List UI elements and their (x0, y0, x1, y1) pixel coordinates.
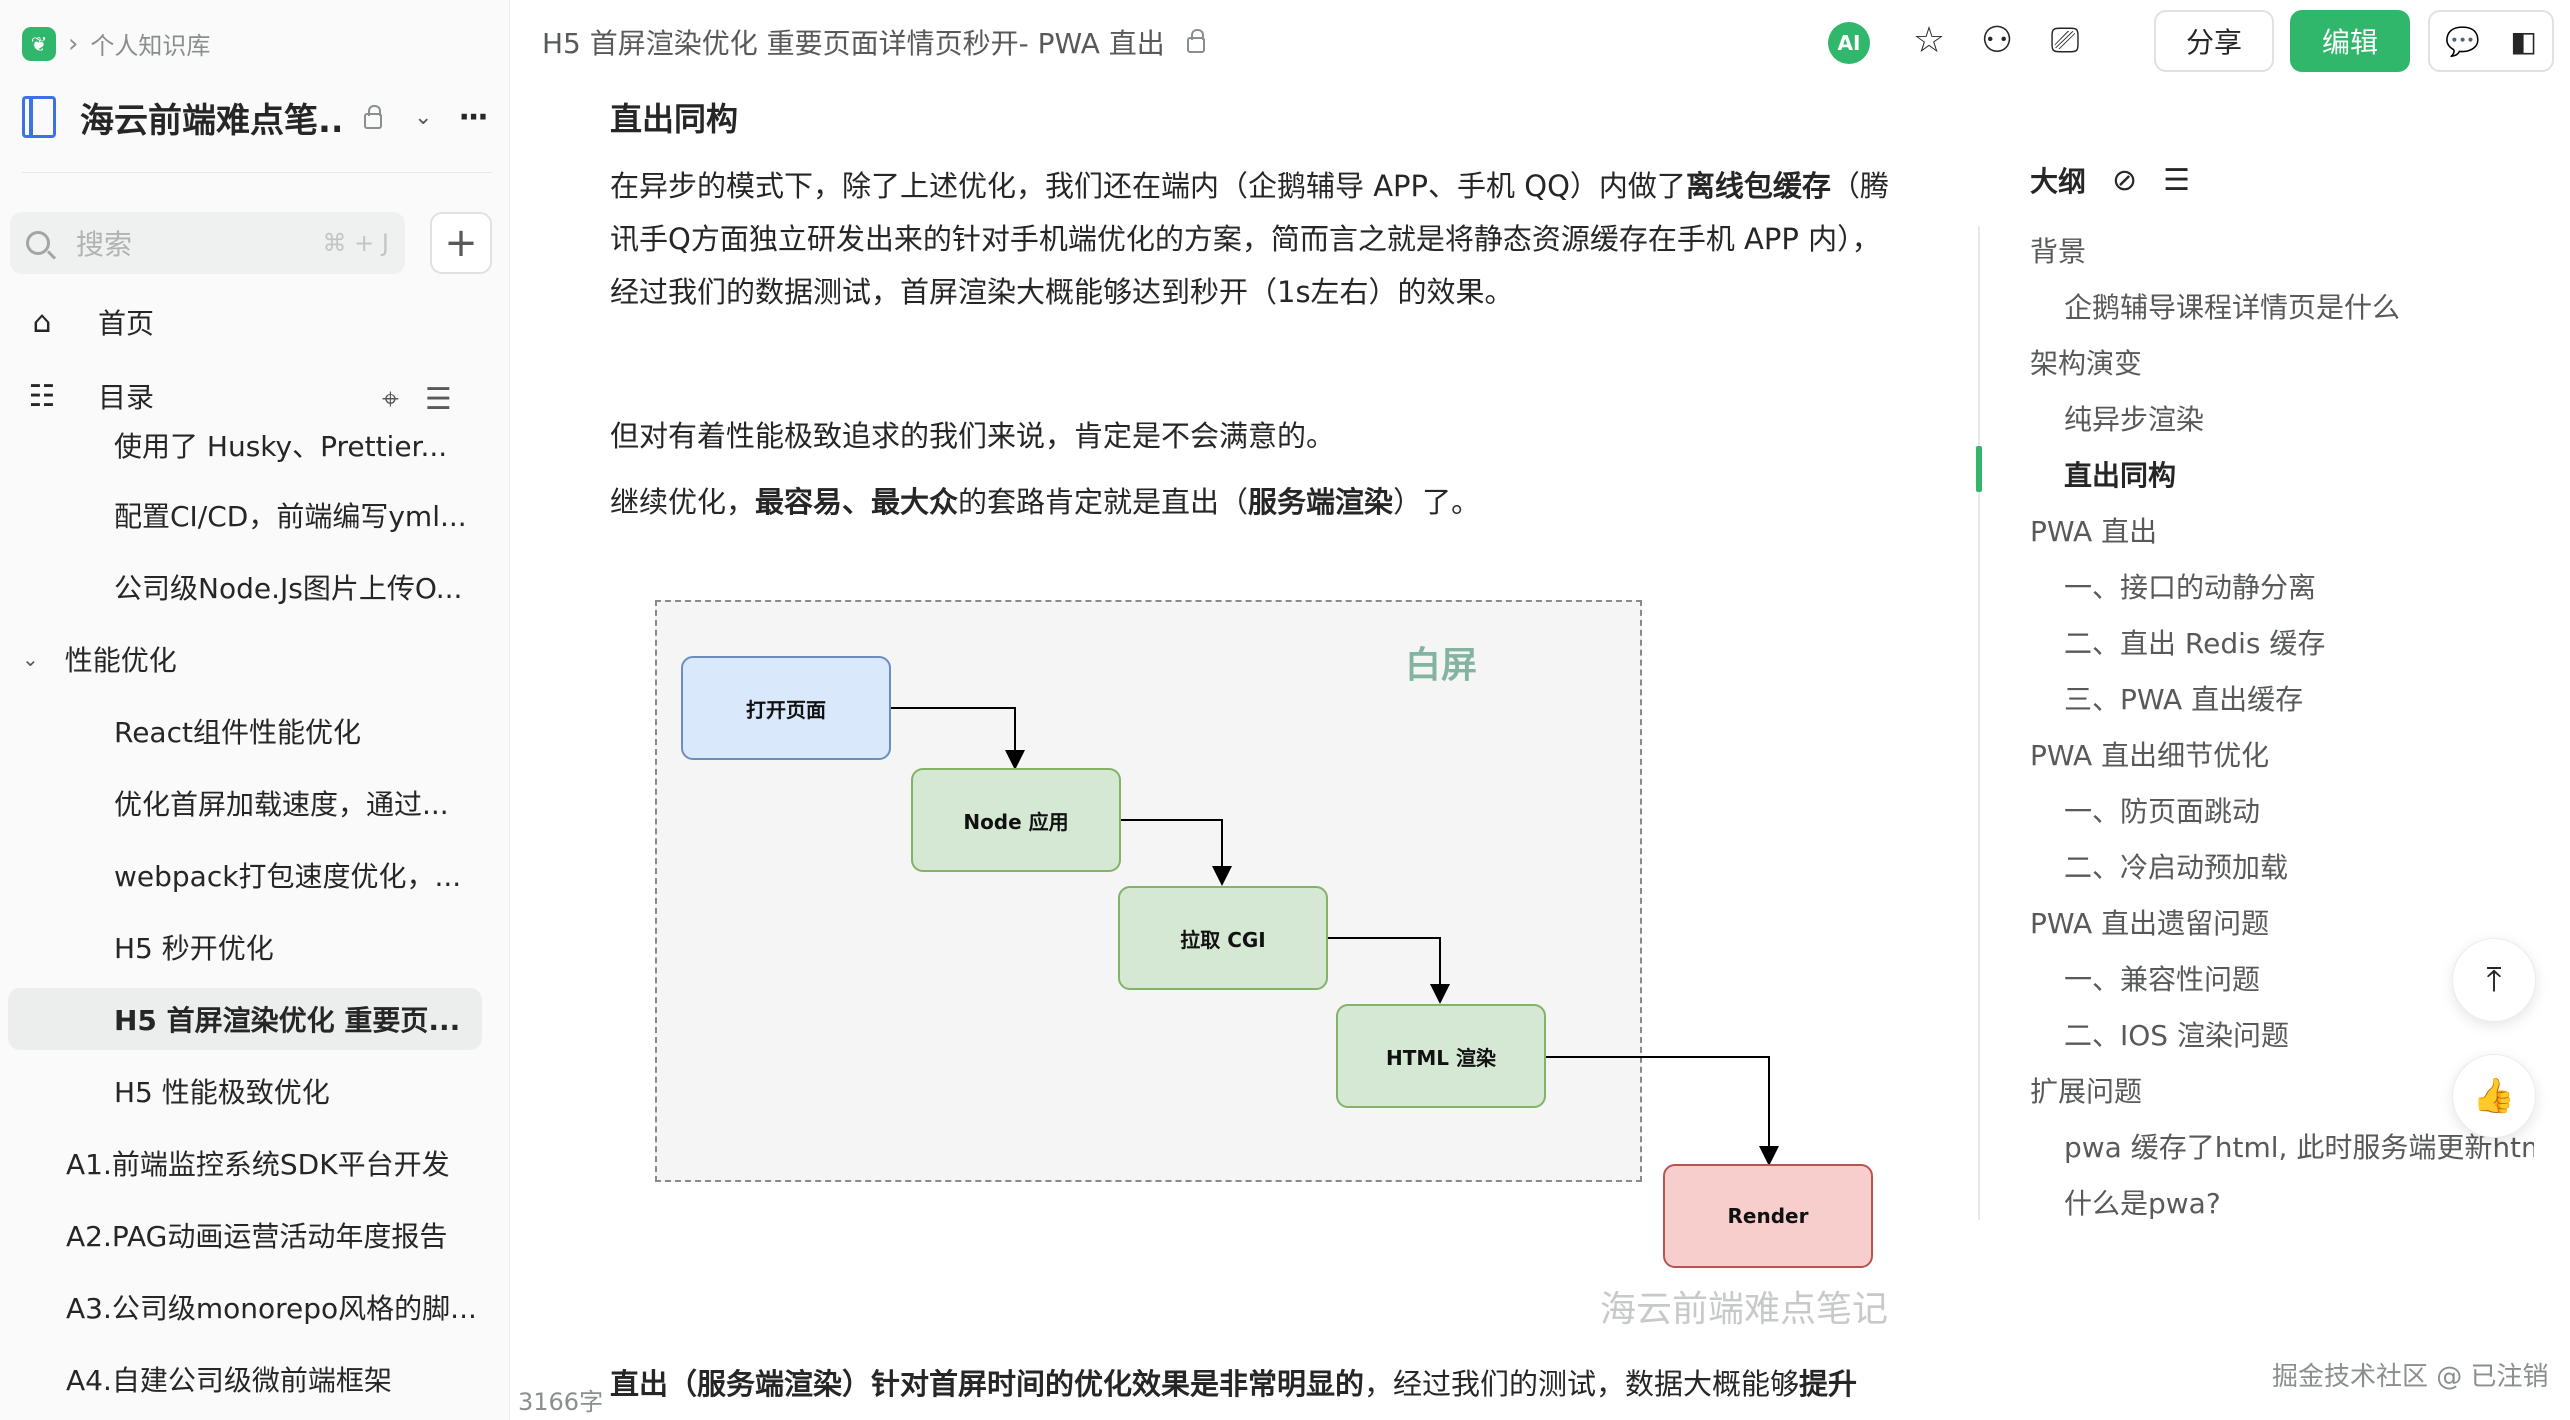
back-to-top-button[interactable]: ⤒ (2452, 938, 2536, 1022)
nav-home[interactable]: ⌂ 首页 (22, 302, 154, 342)
search-placeholder: 搜索 (76, 228, 133, 261)
header-tool-group: 💬 ◧ (2428, 10, 2554, 72)
star-icon[interactable]: ☆ (1912, 20, 1946, 61)
node-render: Render (1663, 1164, 1873, 1268)
nav-toc-label: 目录 (98, 381, 155, 414)
sidebar: ❦ › 个人知识库 海云前端难点笔... ⌄ ··· 搜索 ⌘ + J + ⌂ … (0, 0, 510, 1420)
outline-item[interactable]: PWA 直出 (2030, 510, 2157, 550)
tree-item[interactable]: A2.PAG动画运营活动年度报告 (66, 1220, 448, 1253)
outline-item[interactable]: 一、兼容性问题 (2064, 963, 2261, 996)
flow-diagram: 白屏 打开页面 Node 应用 拉取 CGI HTML 渲染 Render 海云… (655, 600, 1915, 1330)
add-button[interactable]: + (430, 212, 492, 274)
connector-cgi-to-html (1327, 937, 1450, 1004)
outline-item[interactable]: PWA 直出遗留问题 (2030, 902, 2269, 942)
flow-connectors (890, 707, 1779, 1166)
ai-assistant-button[interactable]: AI (1828, 22, 1870, 64)
knowledge-base-header[interactable]: 海云前端难点笔... ⌄ ··· (22, 92, 492, 142)
yuque-logo-icon: ❦ (22, 26, 56, 61)
collapse-list-icon[interactable]: ☰ (424, 382, 452, 417)
search-icon (26, 231, 50, 255)
footer-watermark: 掘金技术社区 @ 已注销 (2272, 1362, 2549, 1392)
paragraph: 继续优化，最容易、最大众的套路肯定就是直出（服务端渲染）了。 (610, 485, 1481, 519)
chevron-right-icon: › (68, 28, 79, 59)
tree-item[interactable]: H5 秒开优化 (114, 932, 274, 965)
outline-item[interactable]: 扩展问题 (2030, 1070, 2142, 1110)
tree-item[interactable]: webpack打包速度优化，... (114, 860, 462, 893)
outline-item[interactable]: 二、直出 Redis 缓存 (2064, 627, 2326, 660)
search-input[interactable]: 搜索 ⌘ + J (10, 212, 405, 274)
tree-item[interactable]: A1.前端监控系统SDK平台开发 (66, 1148, 450, 1181)
chevron-down-icon[interactable]: ⌄ (414, 104, 433, 130)
lock-icon (1186, 29, 1205, 53)
share-button[interactable]: 分享 (2154, 10, 2274, 72)
outline-item[interactable]: 背景 (2030, 230, 2086, 270)
book-icon (22, 96, 56, 138)
node-html-render: HTML 渲染 (1336, 1004, 1546, 1108)
tree-item[interactable]: A3.公司级monorepo风格的脚... (66, 1292, 477, 1325)
outline-item[interactable]: 一、防页面跳动 (2064, 795, 2261, 828)
hide-outline-icon[interactable]: ⊘ (2112, 162, 2138, 198)
tree-group-performance[interactable]: ⌄ 性能优化 (22, 644, 177, 677)
nav-toc[interactable]: ☷ 目录 (22, 376, 154, 416)
word-count: 3166字 (518, 1388, 604, 1416)
add-collaborator-icon[interactable]: ⚇ (1980, 20, 2014, 61)
tree-item[interactable]: 配置CI/CD，前端编写yml... (114, 500, 467, 533)
breadcrumb[interactable]: ❦ › 个人知识库 (22, 26, 210, 61)
chevron-down-icon[interactable]: ⌄ (22, 647, 39, 671)
doc-header: H5 首屏渲染优化 重要页面详情页秒开- PWA 直出 AI ☆ ⚇ ⎚ 分享 … (510, 0, 2570, 88)
outline-list-icon[interactable]: ☰ (2163, 162, 2191, 198)
tree-item[interactable]: 使用了 Husky、Prettier... (114, 430, 448, 463)
outline-item[interactable]: pwa 缓存了html, 此时服务端更新html... (2064, 1131, 2534, 1164)
outline-item[interactable]: PWA 直出细节优化 (2030, 734, 2269, 774)
toc-tools: ⌖ ☰ (382, 382, 452, 417)
tree-item[interactable]: 优化首屏加载速度，通过... (114, 788, 449, 821)
panel-toggle-icon[interactable]: ◧ (2510, 24, 2537, 58)
outline-track (1978, 226, 1980, 1220)
doc-title: H5 首屏渲染优化 重要页面详情页秒开- PWA 直出 (542, 22, 1205, 62)
outline-item[interactable]: 架构演变 (2030, 342, 2142, 382)
tree-item[interactable]: A4.自建公司级微前端框架 (66, 1364, 392, 1397)
outline-title: 大纲 ⊘ ☰ (2030, 162, 2191, 199)
breadcrumb-label[interactable]: 个人知识库 (90, 32, 211, 60)
comment-icon[interactable]: 💬 (2445, 24, 2481, 58)
present-icon[interactable]: ⎚ (2050, 20, 2080, 61)
tree-item[interactable]: 公司级Node.Js图片上传O... (114, 572, 463, 605)
more-icon[interactable]: ··· (458, 99, 488, 135)
outline-item-active[interactable]: 直出同构 (2064, 459, 2177, 492)
outline-item[interactable]: 什么是pwa? (2064, 1187, 2221, 1220)
home-icon: ⌂ (32, 304, 52, 340)
locate-icon[interactable]: ⌖ (382, 382, 399, 417)
tree-item[interactable]: H5 性能极致优化 (114, 1076, 330, 1109)
outline-item[interactable]: 二、冷启动预加载 (2064, 851, 2289, 884)
paragraph: 在异步的模式下，除了上述优化，我们还在端内（企鹅辅导 APP、手机 QQ）内做了… (610, 169, 1889, 309)
connector-html-to-render (1544, 1056, 1779, 1166)
tree-item-active[interactable]: H5 首屏渲染优化 重要页... (8, 988, 482, 1050)
outline-active-indicator (1976, 446, 1982, 492)
paragraph: 但对有着性能极致追求的我们来说，肯定是不会满意的。 (610, 419, 1336, 453)
tree-item[interactable]: React组件性能优化 (114, 716, 361, 749)
knowledge-base-title[interactable]: 海云前端难点笔... (80, 100, 340, 141)
connector-open-to-node (890, 707, 1025, 770)
connector-node-to-cgi (1118, 819, 1232, 886)
node-node-app: Node 应用 (911, 768, 1121, 872)
diagram-watermark: 海云前端难点笔记 (1600, 1289, 1889, 1330)
outline-item[interactable]: 二、IOS 渲染问题 (2064, 1019, 2289, 1052)
edit-button[interactable]: 编辑 (2290, 10, 2410, 72)
divider (22, 172, 492, 173)
white-screen-label: 白屏 (1405, 645, 1478, 686)
outline-item[interactable]: 一、接口的动静分离 (2064, 571, 2317, 604)
outline-item[interactable]: 三、PWA 直出缓存 (2064, 683, 2304, 716)
section-heading: 直出同构 (610, 100, 739, 138)
search-shortcut: ⌘ + J (322, 229, 389, 257)
lock-icon (364, 105, 382, 129)
nav-home-label: 首页 (98, 307, 155, 340)
outline-item[interactable]: 企鹅辅导课程详情页是什么 (2064, 291, 2401, 324)
outline-item[interactable]: 纯异步渲染 (2064, 403, 2205, 436)
like-button[interactable]: 👍 (2452, 1054, 2536, 1138)
paragraph: 直出（服务端渲染）针对首屏时间的优化效果是非常明显的，经过我们的测试，数据大概能… (610, 1367, 1858, 1401)
node-open-page: 打开页面 (681, 656, 891, 760)
node-fetch-cgi: 拉取 CGI (1118, 886, 1328, 990)
toc-icon: ☷ (28, 378, 56, 414)
